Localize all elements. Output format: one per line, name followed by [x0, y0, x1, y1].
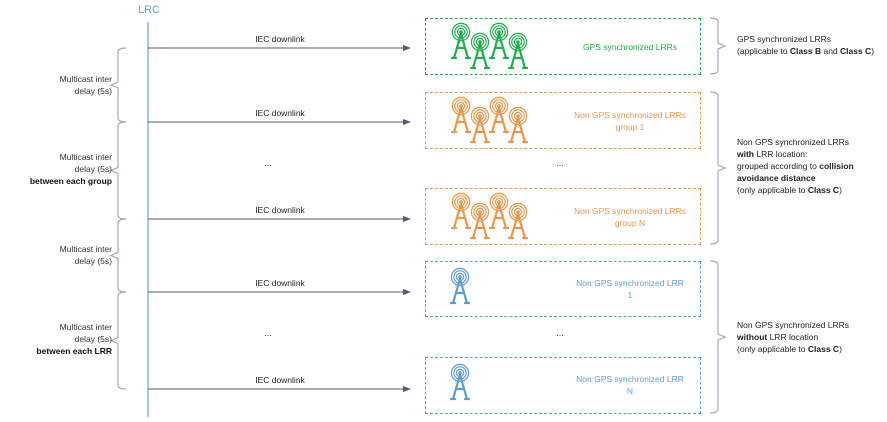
- right-brace-label-with-location: Non GPS synchronized LRRs with LRR locat…: [737, 136, 887, 196]
- right-brace-label-without-location: Non GPS synchronized LRRs without LRR lo…: [737, 319, 887, 355]
- label-line: Non GPS synchronized LRRs: [737, 137, 849, 147]
- antenna-icon: [469, 106, 491, 144]
- right-brace: [709, 17, 727, 75]
- box-label-line: GPS synchronized LRRs: [582, 42, 677, 52]
- downlink-label: IEC downlink: [255, 108, 305, 118]
- lrc-label: LRC: [138, 4, 161, 16]
- label-line: (only applicable to: [737, 185, 808, 195]
- label-line: Multicast inter: [59, 322, 112, 332]
- ellipsis: ...: [556, 158, 564, 168]
- box-non-gps-lrr-n: Non GPS synchronized LRR N: [425, 357, 701, 414]
- label-bold: with: [737, 149, 754, 159]
- box-label-line: group N: [614, 218, 646, 228]
- left-brace-label: Multicast inter delay (5s): [0, 243, 112, 267]
- downlink-label: IEC downlink: [255, 34, 305, 44]
- antenna-icon: [469, 202, 491, 240]
- box-label-line: Non GPS synchronized LRR: [576, 374, 684, 384]
- box-gps-lrrs: GPS synchronized LRRs: [425, 18, 701, 75]
- label-line: ): [871, 46, 875, 56]
- label-line: LRR location: [767, 332, 819, 342]
- antenna-icon: [488, 96, 510, 134]
- left-brace: [109, 218, 127, 293]
- box-non-gps-lrr-1: Non GPS synchronized LRR 1: [425, 261, 701, 317]
- label-line: (applicable to: [737, 46, 790, 56]
- box-label-line: Non GPS synchronized LRRs: [574, 206, 686, 216]
- antenna-icon: [507, 32, 529, 70]
- box-label-line: Non GPS synchronized LRR: [576, 278, 684, 288]
- antenna-icon: [449, 363, 471, 401]
- ellipsis: ...: [556, 328, 564, 338]
- antenna-icon: [488, 192, 510, 230]
- left-brace-label: Multicast inter delay (5s) between each …: [0, 321, 112, 357]
- antenna-icon: [507, 202, 529, 240]
- antenna-icon: [450, 192, 472, 230]
- antenna-icon: [507, 106, 529, 144]
- left-brace: [109, 121, 127, 220]
- label-line: Multicast inter: [59, 74, 112, 84]
- label-line: delay (5s): [74, 334, 112, 344]
- box-label-line: 1: [627, 290, 633, 300]
- label-line: Multicast inter: [59, 152, 112, 162]
- label-bold: collision: [819, 161, 854, 171]
- label-bold: Class C: [840, 46, 872, 56]
- label-line: ): [839, 344, 842, 354]
- label-bold: Class C: [807, 185, 840, 195]
- left-brace-label: Multicast inter delay (5s): [0, 73, 112, 97]
- label-line: delay (5s): [74, 256, 112, 266]
- antenna-icon: [488, 22, 510, 60]
- downlink-label: IEC downlink: [255, 205, 305, 215]
- label-line: delay (5s): [74, 86, 112, 96]
- left-brace: [109, 47, 127, 123]
- label-line: LRR location:: [754, 149, 808, 159]
- label-bold: avoidance distance: [737, 173, 816, 183]
- label-line: delay (5s): [74, 164, 112, 174]
- right-brace: [709, 91, 727, 245]
- label-line: grouped according to: [737, 161, 820, 171]
- label-bold: Class C: [807, 344, 840, 354]
- antenna-icon: [450, 96, 472, 134]
- left-brace: [109, 291, 127, 390]
- ellipsis: ...: [264, 158, 272, 168]
- label-bold: between each LRR: [36, 346, 112, 356]
- label-line: GPS synchronized LRRs: [737, 34, 832, 44]
- antenna-icon: [469, 32, 491, 70]
- label-line: and: [821, 46, 841, 56]
- box-label-line: N: [626, 386, 634, 396]
- right-brace-label-gps: GPS synchronized LRRs (applicable to Cla…: [737, 33, 887, 57]
- right-brace: [709, 260, 727, 414]
- box-non-gps-group-1: Non GPS synchronized LRRs group 1: [425, 92, 701, 149]
- box-label-line: Non GPS synchronized LRRs: [574, 110, 686, 120]
- label-bold: without: [737, 332, 768, 342]
- ellipsis: ...: [264, 328, 272, 338]
- label-line: ): [839, 185, 842, 195]
- antenna-icon: [449, 267, 471, 305]
- antenna-icon: [450, 22, 472, 60]
- label-line: Non GPS synchronized LRRs: [737, 320, 849, 330]
- box-non-gps-group-n: Non GPS synchronized LRRs group N: [425, 188, 701, 245]
- label-bold: Class B: [789, 46, 822, 56]
- left-brace-label: Multicast inter delay (5s) between each …: [0, 151, 112, 187]
- label-line: Multicast inter: [59, 244, 112, 254]
- downlink-label: IEC downlink: [255, 278, 305, 288]
- label-line: (only applicable to: [737, 344, 808, 354]
- box-label-line: group 1: [615, 122, 645, 132]
- label-bold: between each group: [29, 176, 112, 186]
- downlink-label: IEC downlink: [255, 375, 305, 385]
